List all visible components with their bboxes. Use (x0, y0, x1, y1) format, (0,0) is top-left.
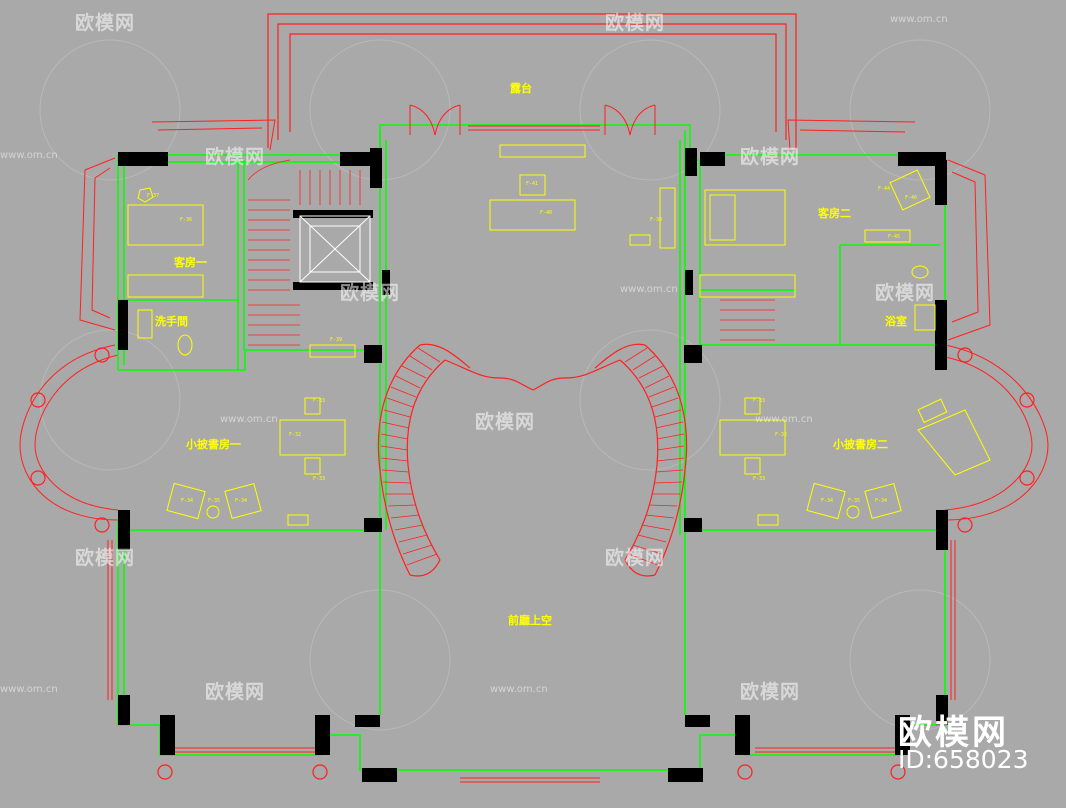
furniture-tag: F-32 (289, 432, 302, 438)
furniture-tag: F-33 (313, 398, 326, 404)
terrace-doors (409, 104, 656, 136)
service-stair-right (720, 299, 775, 341)
furniture-tag: F-44 (878, 186, 891, 192)
furniture-tag: F-38 (650, 217, 663, 223)
furniture (127, 144, 991, 526)
room-label-guest1: 客房一 (174, 256, 207, 269)
furniture-tag: F-34 (821, 498, 834, 504)
furniture-tag: F-40 (540, 210, 553, 216)
watermark-logo: 欧模网 (605, 547, 666, 569)
left-bay-window (19, 119, 276, 521)
grid-markers (30, 347, 1035, 780)
furniture-tag: F-32 (775, 432, 788, 438)
furniture-tag: F-33 (753, 398, 766, 404)
watermark-logo: 欧模网 (205, 681, 266, 703)
watermark-logo: 欧模网 (75, 547, 136, 569)
furniture-tag: F-41 (526, 181, 539, 187)
furniture-tag: F-34 (235, 498, 248, 504)
watermark-url: www.om.cn (490, 684, 548, 695)
furniture-tag: F-35 (208, 498, 221, 504)
columns (118, 148, 948, 782)
furniture-tag: F-35 (848, 498, 861, 504)
bottom-windows (107, 540, 956, 783)
watermark-logo: 欧模网 (605, 12, 666, 34)
grand-stair-left (377, 343, 534, 577)
furniture-tag: F-46 (905, 195, 918, 201)
grand-stair-right-treads (624, 347, 685, 566)
walls (117, 124, 946, 771)
room-label-study2: 小披書房二 (833, 438, 888, 451)
service-stair-left (247, 159, 361, 346)
furniture-tag: F-33 (753, 476, 766, 482)
room-label-washroom: 洗手間 (155, 315, 188, 328)
watermark-logo: 欧模网 (340, 282, 401, 304)
watermark-logo: 欧模网 (875, 282, 936, 304)
watermark-url: www.om.cn (220, 414, 278, 425)
furniture-tag: F-34 (875, 498, 888, 504)
watermark-logo: 欧模网 (740, 146, 801, 168)
room-label-bathroom: 浴室 (885, 315, 907, 328)
room-label-terrace: 露台 (510, 82, 532, 95)
room-label-guest2: 客房二 (818, 207, 851, 220)
brand-logo: 欧模网 (898, 713, 1009, 753)
watermark-logo: 欧模网 (475, 411, 536, 433)
furniture-tag: F-39 (330, 337, 343, 343)
elevator (299, 215, 371, 283)
grand-stair-left-treads (380, 347, 441, 566)
watermark-logo: 欧模网 (75, 12, 136, 34)
brand-id: ID:658023 (898, 745, 1029, 774)
grand-stair-right (532, 343, 688, 577)
watermark-url: www.om.cn (620, 284, 678, 295)
room-label-hall: 前廳上空 (508, 614, 552, 627)
watermark-url: www.om.cn (0, 150, 58, 161)
room-label-study1: 小披書房一 (186, 438, 241, 451)
furniture-tag: F-45 (888, 234, 901, 240)
furniture-tag: F-33 (313, 476, 326, 482)
terrace-outline (267, 13, 797, 150)
furniture-tag: F-34 (181, 498, 194, 504)
furniture-tag: F-37 (147, 193, 160, 199)
right-bay-window (787, 119, 1049, 521)
furniture-tag: F-36 (180, 217, 193, 223)
watermark-logo: 欧模网 (205, 146, 266, 168)
watermark-logo: 欧模网 (740, 681, 801, 703)
watermark-url: www.om.cn (755, 414, 813, 425)
watermark-url: www.om.cn (0, 684, 58, 695)
watermark-url: www.om.cn (890, 14, 948, 25)
